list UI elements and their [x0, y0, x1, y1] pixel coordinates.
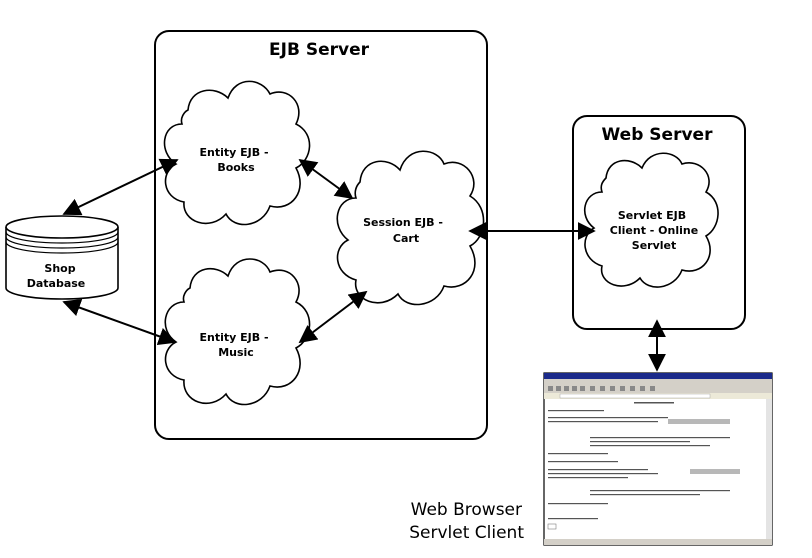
browser-titlebar — [544, 373, 772, 379]
session-cart-label-2: Cart — [393, 232, 419, 245]
arrow-db-music — [62, 299, 177, 345]
arrow-music-cart — [298, 290, 368, 344]
browser-toolbar — [544, 384, 772, 393]
entity-music-label-2: Music — [218, 346, 254, 359]
session-cart-cloud — [336, 150, 485, 306]
servlet-label-3: Servlet — [632, 239, 676, 252]
shop-database-cylinder — [5, 215, 119, 300]
arrow-books-cart — [298, 158, 354, 200]
database-label-2: Database — [27, 277, 86, 290]
browser-caption-line2: Servlet Client — [409, 523, 524, 543]
browser-statusbar — [544, 539, 772, 545]
arrow-db-books — [62, 158, 179, 216]
servlet-cloud — [583, 152, 719, 288]
servlet-label-2: Client - Online — [610, 224, 698, 237]
browser-scrollbar — [766, 399, 772, 539]
database-label-1: Shop — [44, 262, 75, 275]
browser-caption-line1: Web Browser — [411, 500, 522, 520]
servlet-label-1: Servlet EJB — [618, 209, 686, 222]
web-server-title: Web Server — [602, 125, 714, 145]
ejb-server-title: EJB Server — [269, 40, 370, 60]
entity-books-label-1: Entity EJB - — [199, 146, 268, 159]
entity-books-label-2: Books — [217, 161, 255, 174]
entity-books-cloud — [163, 80, 311, 226]
browser-screenshot-thumbnail — [543, 372, 773, 546]
entity-music-label-1: Entity EJB - — [199, 331, 268, 344]
session-cart-label-1: Session EJB - — [363, 216, 443, 229]
